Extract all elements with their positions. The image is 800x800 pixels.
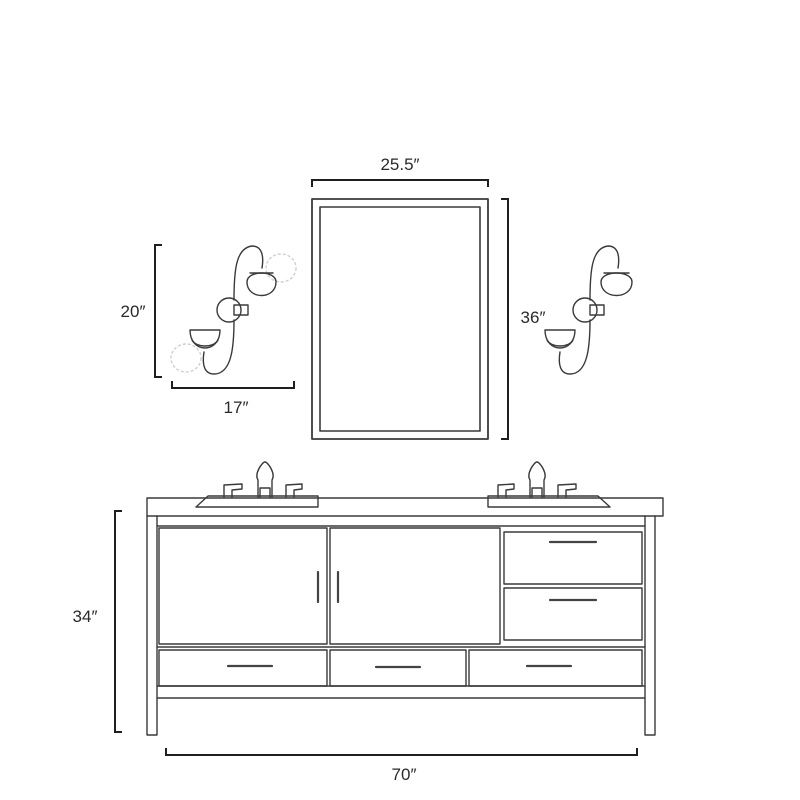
sconce-height-dimension: 20″ (121, 244, 162, 378)
bottom-center-drawer (329, 649, 467, 687)
vanity-height-dimension: 34″ (73, 510, 122, 733)
sconce-width-label: 17″ (224, 398, 249, 417)
mirror-width-dimension: 25.5″ (311, 155, 489, 187)
right-sink (487, 495, 611, 508)
left-faucet (223, 461, 303, 498)
sconce-width-dimension: 17″ (171, 381, 295, 417)
bottom-right-drawer (468, 649, 643, 687)
right-faucet (497, 461, 577, 498)
mirror-height-label: 36″ (521, 308, 546, 327)
vanity-width-label: 70″ (392, 765, 417, 784)
mirror (311, 198, 489, 440)
bottom-left-drawer (158, 649, 328, 687)
middle-right-drawer (503, 587, 643, 641)
left-sink (195, 495, 319, 508)
mirror-height-dimension: 36″ (501, 198, 546, 440)
mirror-width-label: 25.5″ (380, 155, 419, 174)
sconce-height-label: 20″ (121, 302, 146, 321)
double-vanity (146, 461, 664, 736)
right-door (329, 527, 501, 645)
left-door (158, 527, 328, 645)
upper-right-drawer (503, 531, 643, 585)
vanity-width-dimension: 70″ (165, 748, 638, 784)
right-wall-sconce (544, 245, 633, 375)
vanity-height-label: 34″ (73, 607, 98, 626)
left-wall-sconce (170, 245, 297, 375)
